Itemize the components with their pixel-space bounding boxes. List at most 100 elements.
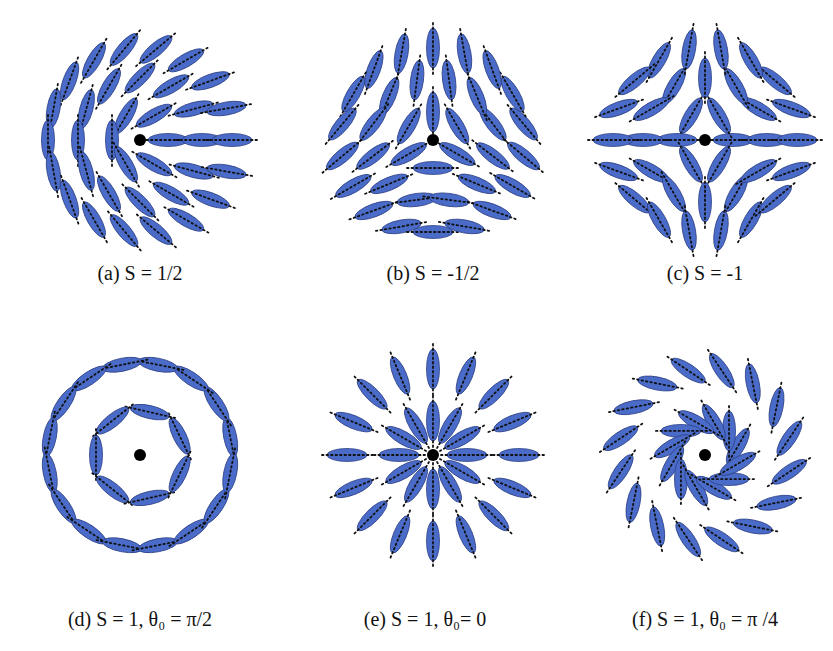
mesogen-ellipse xyxy=(738,155,779,186)
mesogen-ellipse xyxy=(121,59,158,96)
director-line xyxy=(467,72,487,120)
director-line xyxy=(652,501,662,552)
mesogen xyxy=(391,27,413,80)
mesogen-ellipse xyxy=(452,355,479,397)
mesogen xyxy=(349,371,395,417)
director-line xyxy=(124,406,175,418)
director-line xyxy=(423,196,475,203)
mesogen-ellipse xyxy=(643,199,674,240)
mesogen-ellipse xyxy=(333,408,375,435)
director-line xyxy=(81,38,107,83)
director-line xyxy=(432,343,434,395)
mesogen-ellipse xyxy=(440,59,458,100)
director-line xyxy=(432,395,434,447)
director-line xyxy=(107,29,140,69)
mesogen-ellipse xyxy=(491,408,533,435)
mesogen-ellipse xyxy=(463,75,490,117)
director-line xyxy=(767,100,816,118)
mesogen xyxy=(102,207,145,255)
director-line xyxy=(475,376,512,413)
defect-core xyxy=(134,134,146,146)
mesogen-ellipse xyxy=(717,448,758,479)
mesogen-ellipse xyxy=(679,29,699,71)
director-line xyxy=(136,33,176,66)
director-line xyxy=(775,417,804,460)
director-line xyxy=(390,510,410,558)
mesogen xyxy=(450,349,482,402)
mesogen-ellipse xyxy=(136,32,175,68)
director-line xyxy=(390,352,410,400)
mesogen-ellipse xyxy=(137,535,179,556)
mesogen xyxy=(712,445,764,482)
mesogen-ellipse xyxy=(93,403,132,438)
director-line xyxy=(432,463,434,515)
defect-panel xyxy=(595,345,814,564)
mesogen xyxy=(373,449,425,462)
director-line xyxy=(678,142,704,187)
mesogen-ellipse xyxy=(473,139,513,174)
director-line xyxy=(61,56,79,105)
mesogen-ellipse xyxy=(711,210,731,252)
mesogen xyxy=(427,86,440,138)
mesogen-ellipse xyxy=(504,138,543,174)
mesogen xyxy=(678,23,700,76)
mesogen xyxy=(427,515,440,567)
defect-core xyxy=(699,134,711,146)
director-line xyxy=(148,181,193,207)
mesogen xyxy=(468,135,517,177)
mesogen-ellipse xyxy=(735,40,766,81)
mesogen xyxy=(422,190,475,210)
mesogen-ellipse xyxy=(353,198,395,224)
director-line xyxy=(768,457,811,486)
director-line xyxy=(111,114,113,166)
director-line xyxy=(504,139,544,172)
mesogen-ellipse xyxy=(133,149,174,180)
mesogen-ellipse xyxy=(475,375,512,412)
mesogen-ellipse xyxy=(766,386,787,428)
mesogen xyxy=(726,515,780,538)
mesogen xyxy=(710,23,732,76)
director-line xyxy=(646,197,672,242)
mesogen xyxy=(668,514,708,564)
mesogen xyxy=(128,146,180,183)
mesogen-ellipse xyxy=(206,162,248,182)
mesogen xyxy=(437,453,489,490)
director-line xyxy=(703,478,755,480)
director-line xyxy=(206,139,258,141)
director-line xyxy=(148,73,193,99)
mesogen xyxy=(349,135,398,177)
mesogen xyxy=(384,508,416,561)
mesogen-ellipse xyxy=(150,71,191,102)
mesogen xyxy=(160,42,212,79)
mesogen xyxy=(678,204,700,257)
mesogen-ellipse xyxy=(703,95,734,136)
mesogen xyxy=(184,184,237,214)
director-line xyxy=(414,54,421,106)
director-line xyxy=(330,478,378,498)
mesogen xyxy=(765,94,818,124)
director-line xyxy=(715,451,760,477)
mesogen-ellipse xyxy=(333,474,375,501)
mesogen xyxy=(764,452,814,492)
director-line xyxy=(738,197,764,242)
director-line xyxy=(748,358,758,409)
director-line xyxy=(373,454,425,456)
mesogen-ellipse xyxy=(353,139,393,174)
director-line xyxy=(122,184,159,221)
mesogen-ellipse xyxy=(129,487,171,509)
director-line xyxy=(475,497,512,534)
mesogen-ellipse xyxy=(393,105,424,146)
mesogen-ellipse xyxy=(442,456,483,487)
defect-core xyxy=(427,134,439,146)
mesogen-ellipse xyxy=(361,49,387,91)
director-line xyxy=(225,447,235,498)
mesogen-ellipse xyxy=(136,213,175,249)
director-line xyxy=(330,412,378,432)
director-line xyxy=(107,211,140,251)
director-line xyxy=(440,459,485,485)
director-line xyxy=(80,146,93,196)
mesogen xyxy=(732,35,769,87)
mesogen-ellipse xyxy=(39,416,60,458)
director-line xyxy=(460,28,469,79)
mesogen-ellipse xyxy=(189,68,231,94)
